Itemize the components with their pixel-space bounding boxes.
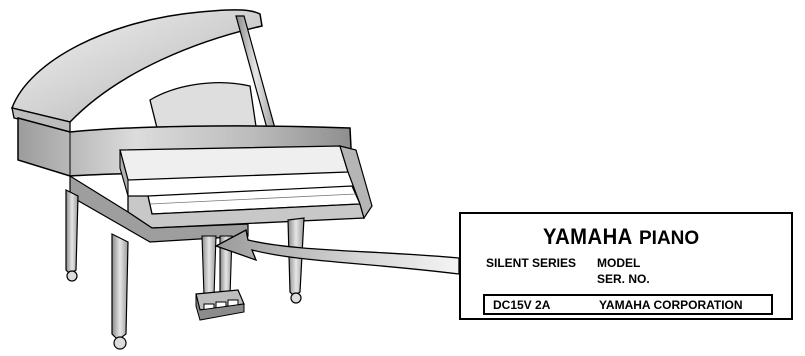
rating-row: DC15V 2A YAMAHA CORPORATION [483, 294, 773, 315]
pointer-arrow [216, 230, 459, 274]
serial-number-label: SER. NO. [597, 272, 650, 286]
series-name: SILENT SERIES [486, 256, 576, 270]
product-name: PIANO [639, 228, 699, 250]
power-rating: DC15V 2A [493, 298, 550, 312]
serial-label-plate: YAMAHA PIANO SILENT SERIES MODEL SER. NO… [459, 212, 793, 320]
brand-name: YAMAHA [543, 224, 633, 250]
manufacturer-name: YAMAHA CORPORATION [599, 298, 743, 312]
model-label: MODEL [597, 256, 640, 270]
